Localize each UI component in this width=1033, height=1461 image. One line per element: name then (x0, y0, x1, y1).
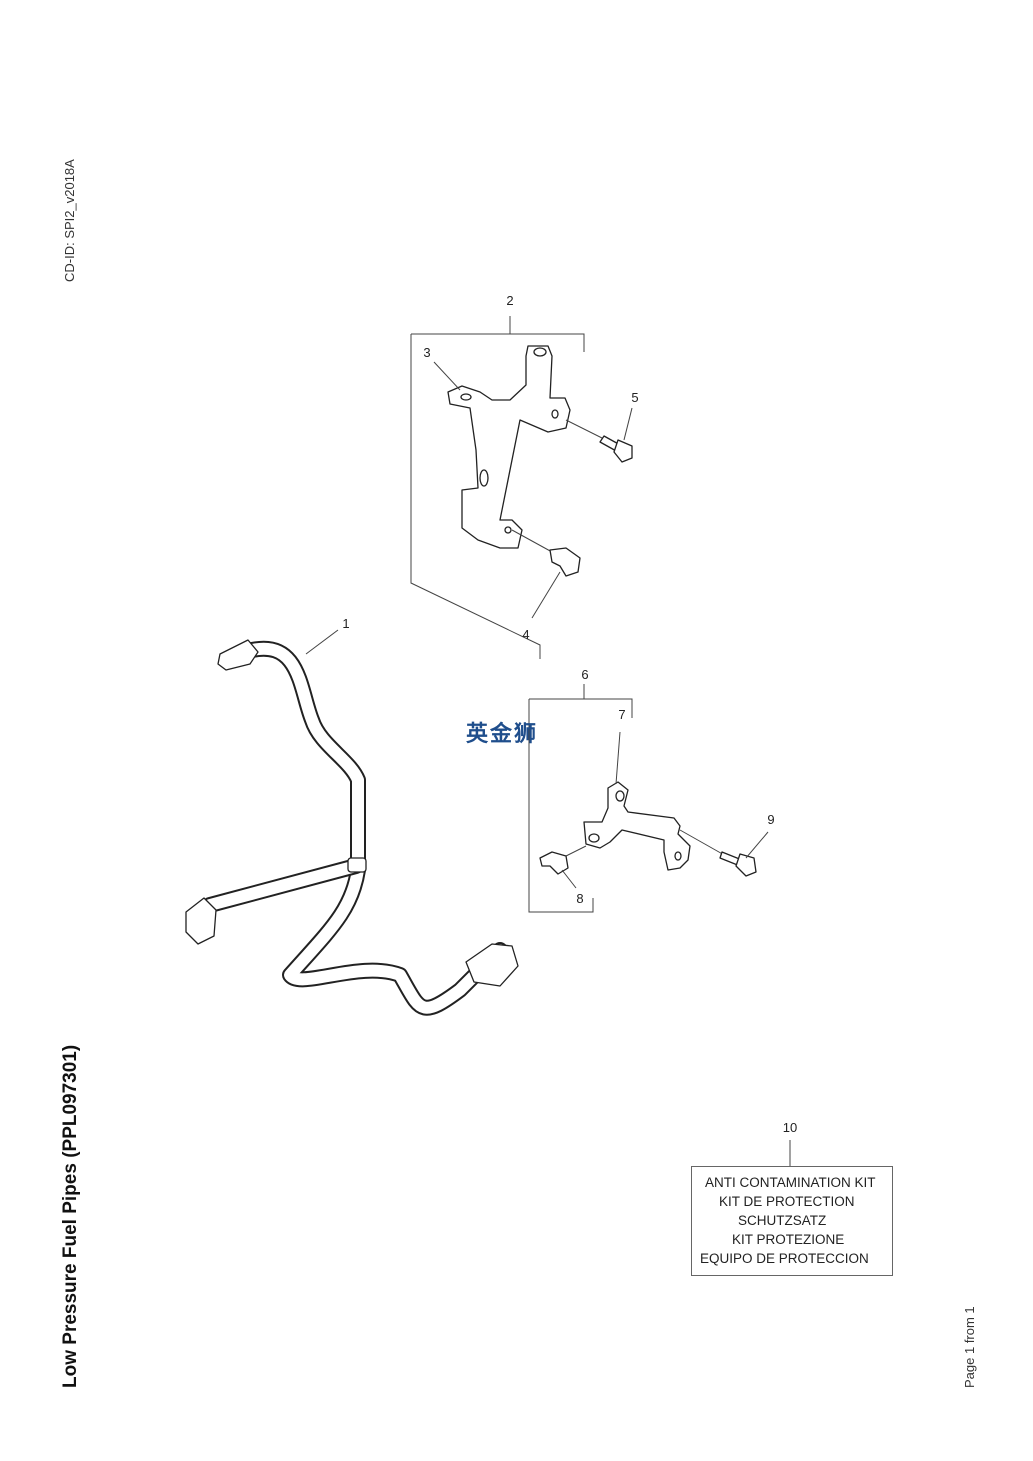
callout-10: 10 (783, 1120, 797, 1135)
bracket-part-7 (583, 731, 691, 871)
fuel-pipe-part-1 (185, 629, 519, 1016)
kit-line-it: KIT PROTEZIONE (732, 1232, 845, 1247)
callout-7: 7 (618, 707, 625, 722)
callout-3: 3 (423, 345, 430, 360)
callout-1: 1 (342, 616, 349, 631)
kit-line-es: EQUIPO DE PROTECCION (700, 1251, 869, 1266)
bracket-part-3 (447, 345, 571, 549)
bolt-part-5 (565, 419, 633, 463)
clip-part-4 (511, 529, 581, 619)
bolt-part-9 (679, 829, 769, 877)
kit-line-en: ANTI CONTAMINATION KIT (705, 1175, 876, 1190)
anti-contamination-kit-box: ANTI CONTAMINATION KIT KIT DE PROTECTION… (691, 1166, 893, 1276)
kit-line-de: SCHUTZSATZ (738, 1213, 827, 1228)
callout-4: 4 (522, 627, 529, 642)
bracket-assembly-group-6 (528, 684, 633, 913)
callout-2: 2 (506, 293, 513, 308)
clip-part-8 (539, 845, 587, 889)
kit-line-fr: KIT DE PROTECTION (719, 1194, 855, 1209)
watermark-text: 英金狮 (466, 722, 539, 747)
callout-8: 8 (576, 891, 583, 906)
callout-5: 5 (631, 390, 638, 405)
callout-9: 9 (767, 812, 774, 827)
bracket-assembly-group-2 (410, 316, 585, 659)
callout-6: 6 (581, 667, 588, 682)
